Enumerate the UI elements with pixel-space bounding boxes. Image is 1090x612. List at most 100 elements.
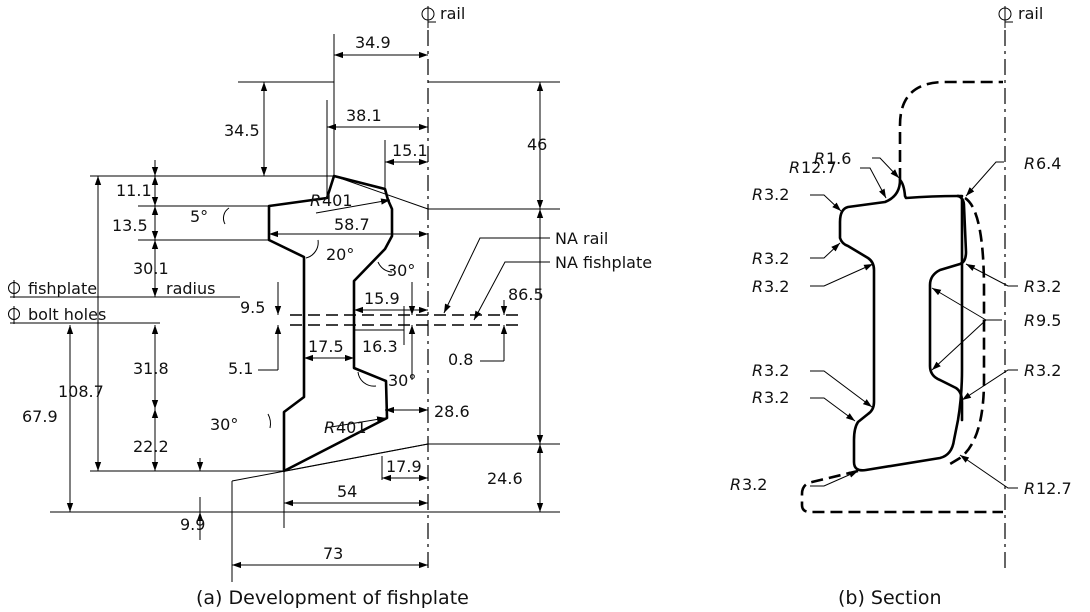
dim-5-1: 5.1 xyxy=(228,359,253,378)
svg-text:9.5: 9.5 xyxy=(1036,311,1061,330)
svg-text:401: 401 xyxy=(336,418,367,437)
dim-86-5: 86.5 xyxy=(508,285,544,304)
svg-text:R: R xyxy=(752,388,763,407)
svg-text:R: R xyxy=(789,158,800,177)
cl-symbol-rail-a xyxy=(421,6,436,28)
angle-30-upper-label: 30° xyxy=(387,261,415,280)
cl-symbol-rail-b xyxy=(998,6,1013,28)
svg-text:R: R xyxy=(310,191,321,210)
cl-rail-label-b: rail xyxy=(1018,4,1043,23)
angle-5-label: 5° xyxy=(190,207,208,226)
svg-text:R: R xyxy=(814,149,825,168)
radius-label: radius xyxy=(166,279,215,298)
cl-rail-label-a: rail xyxy=(440,4,465,23)
r401-bottom-label: R 401 xyxy=(324,418,367,437)
dim-22-2: 22.2 xyxy=(133,437,169,456)
cl-symbol-bolt xyxy=(8,306,20,324)
foot-slope xyxy=(231,443,429,482)
svg-text:R: R xyxy=(1024,361,1035,380)
svg-text:401: 401 xyxy=(322,191,353,210)
angle-30-foot-label: 30° xyxy=(210,415,238,434)
dim-34-9: 34.9 xyxy=(355,33,391,52)
caption-b: (b) Section xyxy=(838,587,942,609)
svg-text:R: R xyxy=(1024,154,1035,173)
svg-text:R: R xyxy=(752,277,763,296)
svg-text:3.2: 3.2 xyxy=(764,185,789,204)
svg-text:1.6: 1.6 xyxy=(826,149,851,168)
svg-text:R: R xyxy=(1024,479,1035,498)
svg-text:3.2: 3.2 xyxy=(1036,277,1061,296)
fishplate-section-inner xyxy=(928,194,968,422)
dim-9-9: 9.9 xyxy=(180,515,205,534)
dim-73: 73 xyxy=(323,544,343,563)
svg-text:3.2: 3.2 xyxy=(764,388,789,407)
dim-15-9: 15.9 xyxy=(364,289,400,308)
caption-a: (a) Development of fishplate xyxy=(196,587,469,609)
svg-text:3.2: 3.2 xyxy=(742,475,767,494)
dim-13-5: 13.5 xyxy=(112,216,148,235)
svg-text:3.2: 3.2 xyxy=(764,249,789,268)
cl-bolt-holes-label: bolt holes xyxy=(28,305,106,324)
svg-text:12.7: 12.7 xyxy=(801,158,837,177)
dim-28-6: 28.6 xyxy=(434,402,470,421)
na-fishplate-leader xyxy=(473,261,550,321)
dim-31-8: 31.8 xyxy=(133,359,169,378)
svg-text:R: R xyxy=(324,418,335,437)
dim-15-1: 15.1 xyxy=(392,141,428,160)
angle-30-lower-label: 30° xyxy=(388,371,416,390)
fishplate-head-curve xyxy=(898,178,960,200)
na-rail-label: NA rail xyxy=(555,229,608,248)
dim-17-5: 17.5 xyxy=(308,337,344,356)
svg-text:6.4: 6.4 xyxy=(1036,154,1061,173)
na-fishplate-label: NA fishplate xyxy=(555,253,652,272)
dim-46: 46 xyxy=(527,135,547,154)
rail-head-outline xyxy=(898,80,1003,180)
svg-text:R: R xyxy=(752,185,763,204)
svg-text:3.2: 3.2 xyxy=(764,361,789,380)
rail-foot-outline xyxy=(800,469,1003,514)
dim-30-1: 30.1 xyxy=(133,259,169,278)
radius-leaders xyxy=(810,157,1018,489)
svg-text:12.7: 12.7 xyxy=(1036,479,1072,498)
foot-outline xyxy=(231,481,428,513)
dim-0-8: 0.8 xyxy=(448,350,473,369)
svg-text:R: R xyxy=(730,475,741,494)
dim-67-9: 67.9 xyxy=(22,407,58,426)
cl-symbol-fishplate xyxy=(8,280,20,298)
fishplate-section-outline xyxy=(838,178,964,472)
flange-top-line xyxy=(333,175,429,210)
svg-text:R: R xyxy=(752,361,763,380)
rail-web-outline xyxy=(949,196,986,466)
r401-top-label: R 401 xyxy=(310,191,353,210)
svg-text:R: R xyxy=(752,249,763,268)
panel-a-development: rail NA rail NA fishplate fishplate radi… xyxy=(8,4,652,609)
dim-58-7: 58.7 xyxy=(334,215,370,234)
dim-17-9: 17.9 xyxy=(386,457,422,476)
svg-text:3.2: 3.2 xyxy=(764,277,789,296)
dim-54: 54 xyxy=(337,482,357,501)
svg-text:3.2: 3.2 xyxy=(1036,361,1061,380)
dimension-lines xyxy=(66,51,544,569)
dim-24-6: 24.6 xyxy=(487,469,523,488)
dim-9-5: 9.5 xyxy=(240,298,265,317)
svg-text:R: R xyxy=(1024,311,1035,330)
svg-text:R: R xyxy=(1024,277,1035,296)
cl-fishplate-label: fishplate xyxy=(28,279,97,298)
dim-108-7: 108.7 xyxy=(58,382,104,401)
dim-34-5: 34.5 xyxy=(224,121,260,140)
angle-20-label: 20° xyxy=(326,245,354,264)
